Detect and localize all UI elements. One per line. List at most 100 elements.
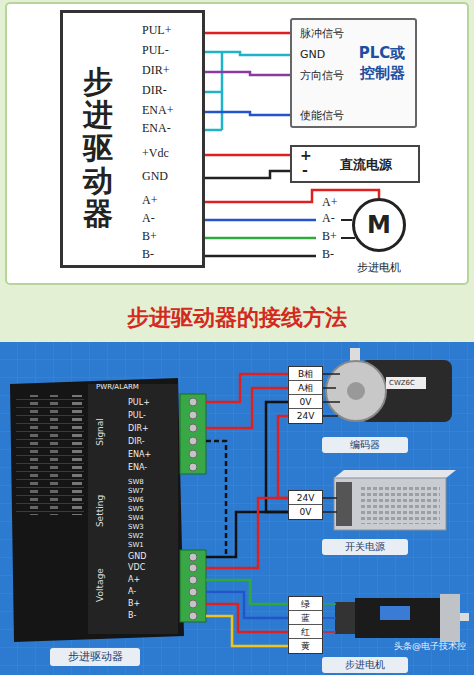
pin-label: A+ <box>128 575 140 584</box>
motor-pin-label: A+ <box>322 196 337 210</box>
terminal-label: 24V <box>289 409 322 423</box>
pin-label: DIR- <box>142 84 167 98</box>
wire-connector <box>205 32 290 35</box>
pin-label: B+ <box>128 599 140 608</box>
node-text: 步进驱动器 <box>83 65 113 230</box>
wire-connector <box>206 498 288 568</box>
motor-pin-label: A- <box>322 212 335 226</box>
pin-label: ENA- <box>128 463 147 472</box>
watermark: 头条@电子技术控 <box>394 641 466 651</box>
node-text: - <box>302 162 308 178</box>
pin-label: A- <box>128 587 136 596</box>
pin-label: B- <box>128 611 136 620</box>
part-caption: 开关电源 <box>345 541 385 553</box>
switch-table <box>16 395 84 515</box>
dc-supply-box: 直流电源 +- <box>290 145 420 183</box>
encoder-terminals: B相A相0V24V <box>288 366 323 424</box>
gnd-wire <box>205 171 290 178</box>
terminal-label: B相 <box>289 367 322 381</box>
encoder-face <box>326 361 386 421</box>
switch-label: SW7 <box>128 487 144 495</box>
terminal-label: 0V <box>289 395 322 409</box>
panel-section: Voltage <box>95 568 105 602</box>
terminal-label: 黄 <box>289 639 322 653</box>
encoder-hub <box>347 382 365 400</box>
caption-bars <box>50 437 408 673</box>
motor-wire-colors: 绿蓝红黄 <box>288 596 323 654</box>
node-text: + <box>300 147 312 163</box>
power-terminal <box>180 550 206 622</box>
node-text: 方向信号 <box>300 68 344 83</box>
switch-label: SW2 <box>128 532 144 540</box>
terminal-label: 蓝 <box>289 611 322 625</box>
psu-terminals <box>336 482 352 526</box>
motor-flange <box>440 594 460 642</box>
part-caption: 步进电机 <box>357 262 401 275</box>
top-panel <box>6 3 468 284</box>
pin-label: PUL+ <box>128 398 150 407</box>
part-caption: CWZ6C <box>389 379 415 387</box>
node-text: M <box>367 211 391 239</box>
b-minus-wire <box>205 255 316 258</box>
encoder-shaft <box>350 348 360 362</box>
wire-connector <box>205 190 379 202</box>
node-text: GND <box>300 48 325 61</box>
pin-label: A+ <box>142 194 157 208</box>
driver-body <box>10 378 184 642</box>
pin-label: B- <box>142 248 154 262</box>
a-minus-wire <box>205 219 316 222</box>
node-text: 脉冲信号 <box>300 26 344 41</box>
node-text: PLC或 控制器 <box>352 44 412 83</box>
motor-circle: M <box>352 198 406 252</box>
terminal-label: 绿 <box>289 597 322 611</box>
pin-label: B+ <box>142 230 157 244</box>
bottom-panel <box>0 342 474 675</box>
signal-terminal <box>180 394 206 474</box>
driver-unit: PWR/ALARM <box>8 378 206 640</box>
pin-label: ENA- <box>142 122 171 136</box>
pin-label: DIR- <box>128 437 145 446</box>
switch-label: SW4 <box>128 514 144 522</box>
motor-shaft <box>460 613 469 621</box>
pin-label: GND <box>128 552 146 561</box>
pin-label: VDC <box>128 563 145 572</box>
pin-label: GND <box>142 170 168 184</box>
psu-top <box>334 470 456 478</box>
switch-label: SW5 <box>128 505 144 513</box>
motor-pin-label: B- <box>322 248 334 262</box>
motor-body <box>355 598 441 638</box>
ena-wire <box>205 112 290 115</box>
panel-section: Signal <box>95 418 105 446</box>
psu-vents <box>360 484 440 524</box>
pin-label: ENA+ <box>142 104 173 118</box>
switch-label: SW6 <box>128 496 144 504</box>
psu-terminals-box: 24V0V <box>288 490 323 520</box>
wire-connector <box>205 154 290 157</box>
driver-box: 步进驱动器 <box>60 10 205 268</box>
common-wire <box>205 52 290 130</box>
node-text: 直流电源 <box>340 156 392 174</box>
controller-box: PLC或 控制器脉冲信号GND方向信号使能信号 <box>290 18 417 128</box>
motor-pin-label: B+ <box>322 230 337 244</box>
terminal-screws <box>189 398 197 620</box>
dir-wire <box>205 72 290 75</box>
wire-connector <box>206 374 288 402</box>
pin-label: PUL- <box>128 411 146 420</box>
terminal-label: A相 <box>289 381 322 395</box>
diagram-title: 步进驱动器的接线方法 <box>0 303 474 333</box>
psu-front <box>334 478 446 530</box>
part-caption: 步进驱动器 <box>68 651 123 664</box>
part-caption: 步进电机 <box>345 659 385 671</box>
wire-connector <box>206 580 288 604</box>
bottom-grid <box>0 342 474 675</box>
node-text: PWR/ALARM <box>96 383 139 391</box>
switch-label: SW1 <box>128 541 144 549</box>
terminal-label: 红 <box>289 625 322 639</box>
pin-label: ENA+ <box>128 450 151 459</box>
switch-label: SW3 <box>128 523 144 531</box>
panel-section: Setting <box>95 495 105 527</box>
pin-label: A- <box>142 212 155 226</box>
encoder-tag <box>386 377 426 389</box>
